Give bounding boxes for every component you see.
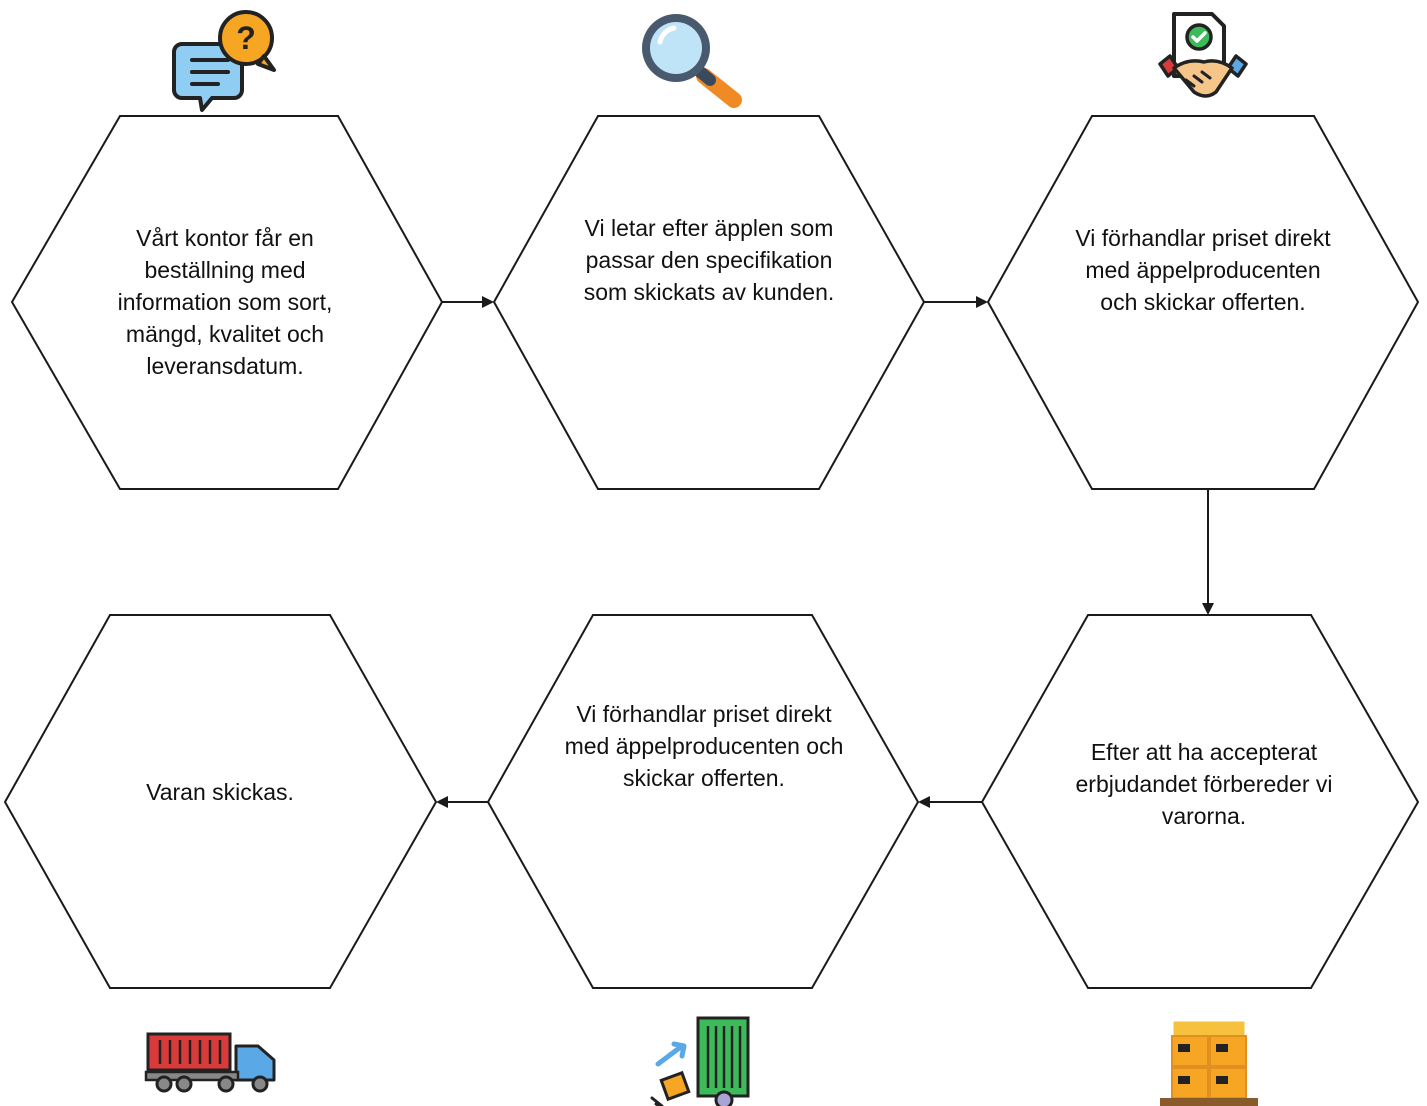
step-2-text: Vi letar efter äpplen som passar den spe…: [583, 215, 835, 305]
hexagon-step-4: [980, 614, 1420, 989]
step-5-text: Vi förhandlar priset direkt med äppelpro…: [564, 701, 844, 791]
svg-text:?: ?: [236, 20, 256, 56]
container-loading-icon: [650, 1016, 750, 1106]
question-chat-icon: ?: [172, 10, 276, 112]
magnifier-icon: [642, 14, 742, 108]
handshake-contract-icon: [1158, 12, 1248, 98]
step-3-text: Vi förhandlar priset direkt med äppelpro…: [1075, 225, 1331, 315]
step-6-text: Varan skickas.: [146, 779, 294, 805]
step-4-text: Efter att ha accepterat erbjudandet förb…: [1075, 739, 1333, 829]
step-1-text: Vårt kontor får en beställning med infor…: [117, 225, 333, 379]
hexagon-step-3: [986, 115, 1420, 490]
pallet-boxes-icon: [1160, 1021, 1258, 1106]
container-truck-icon: [144, 1032, 276, 1093]
